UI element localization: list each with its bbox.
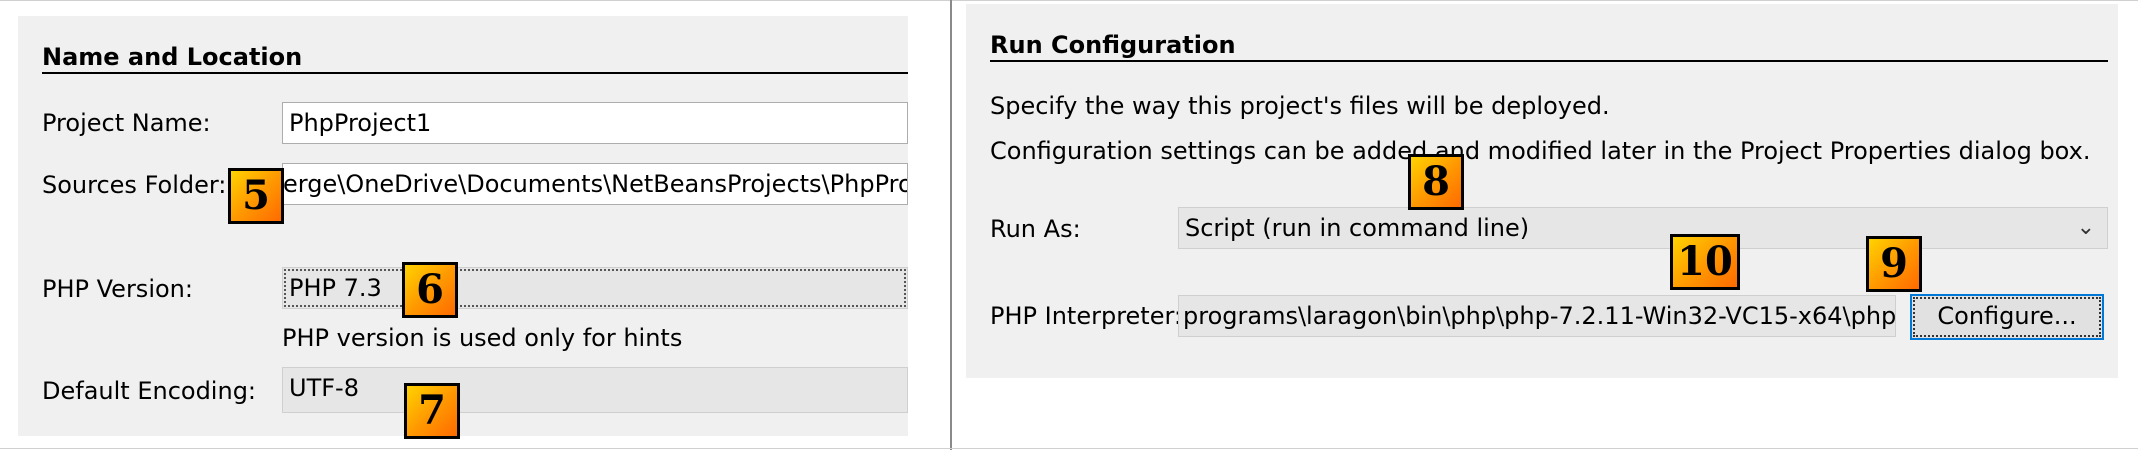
vertical-divider — [950, 0, 952, 450]
php-version-select[interactable]: PHP 7.3 — [282, 267, 908, 309]
configure-button-label: Configure... — [1913, 297, 2101, 337]
configure-button[interactable]: Configure... — [1910, 294, 2104, 340]
run-as-select[interactable]: Script (run in command line) ⌄ — [1178, 207, 2108, 249]
project-name-input[interactable]: PhpProject1 — [282, 102, 908, 144]
default-encoding-label: Default Encoding: — [42, 377, 257, 405]
php-version-hint: PHP version is used only for hints — [282, 324, 683, 352]
top-border — [0, 0, 2138, 1]
callout-badge: 9 — [1866, 236, 1922, 292]
bottom-border — [0, 448, 2138, 449]
default-encoding-select[interactable]: UTF-8 — [282, 367, 908, 413]
callout-badge: 5 — [228, 168, 284, 224]
name-location-panel — [18, 16, 908, 436]
heading-rule — [990, 60, 2108, 62]
chevron-down-icon: ⌄ — [2076, 215, 2095, 240]
php-version-label: PHP Version: — [42, 275, 193, 303]
section-heading-run-configuration: Run Configuration — [990, 31, 1236, 59]
sources-folder-label: Sources Folder: — [42, 171, 227, 199]
settings-description: Configuration settings can be added and … — [990, 137, 2091, 165]
callout-badge: 6 — [402, 262, 458, 318]
section-heading-name-location: Name and Location — [42, 43, 303, 71]
php-interpreter-input[interactable]: programs\laragon\bin\php\php-7.2.11-Win3… — [1178, 295, 1896, 337]
sources-folder-input[interactable]: erge\OneDrive\Documents\NetBeansProjects… — [282, 163, 908, 205]
callout-badge: 8 — [1408, 154, 1464, 210]
deploy-description: Specify the way this project's files wil… — [990, 92, 1610, 120]
heading-rule — [42, 72, 908, 74]
callout-badge: 7 — [404, 383, 460, 439]
run-as-label: Run As: — [990, 215, 1081, 243]
callout-badge: 10 — [1670, 234, 1740, 290]
php-interpreter-label: PHP Interpreter: — [990, 302, 1182, 330]
project-name-label: Project Name: — [42, 109, 211, 137]
run-as-value: Script (run in command line) — [1185, 214, 1530, 242]
